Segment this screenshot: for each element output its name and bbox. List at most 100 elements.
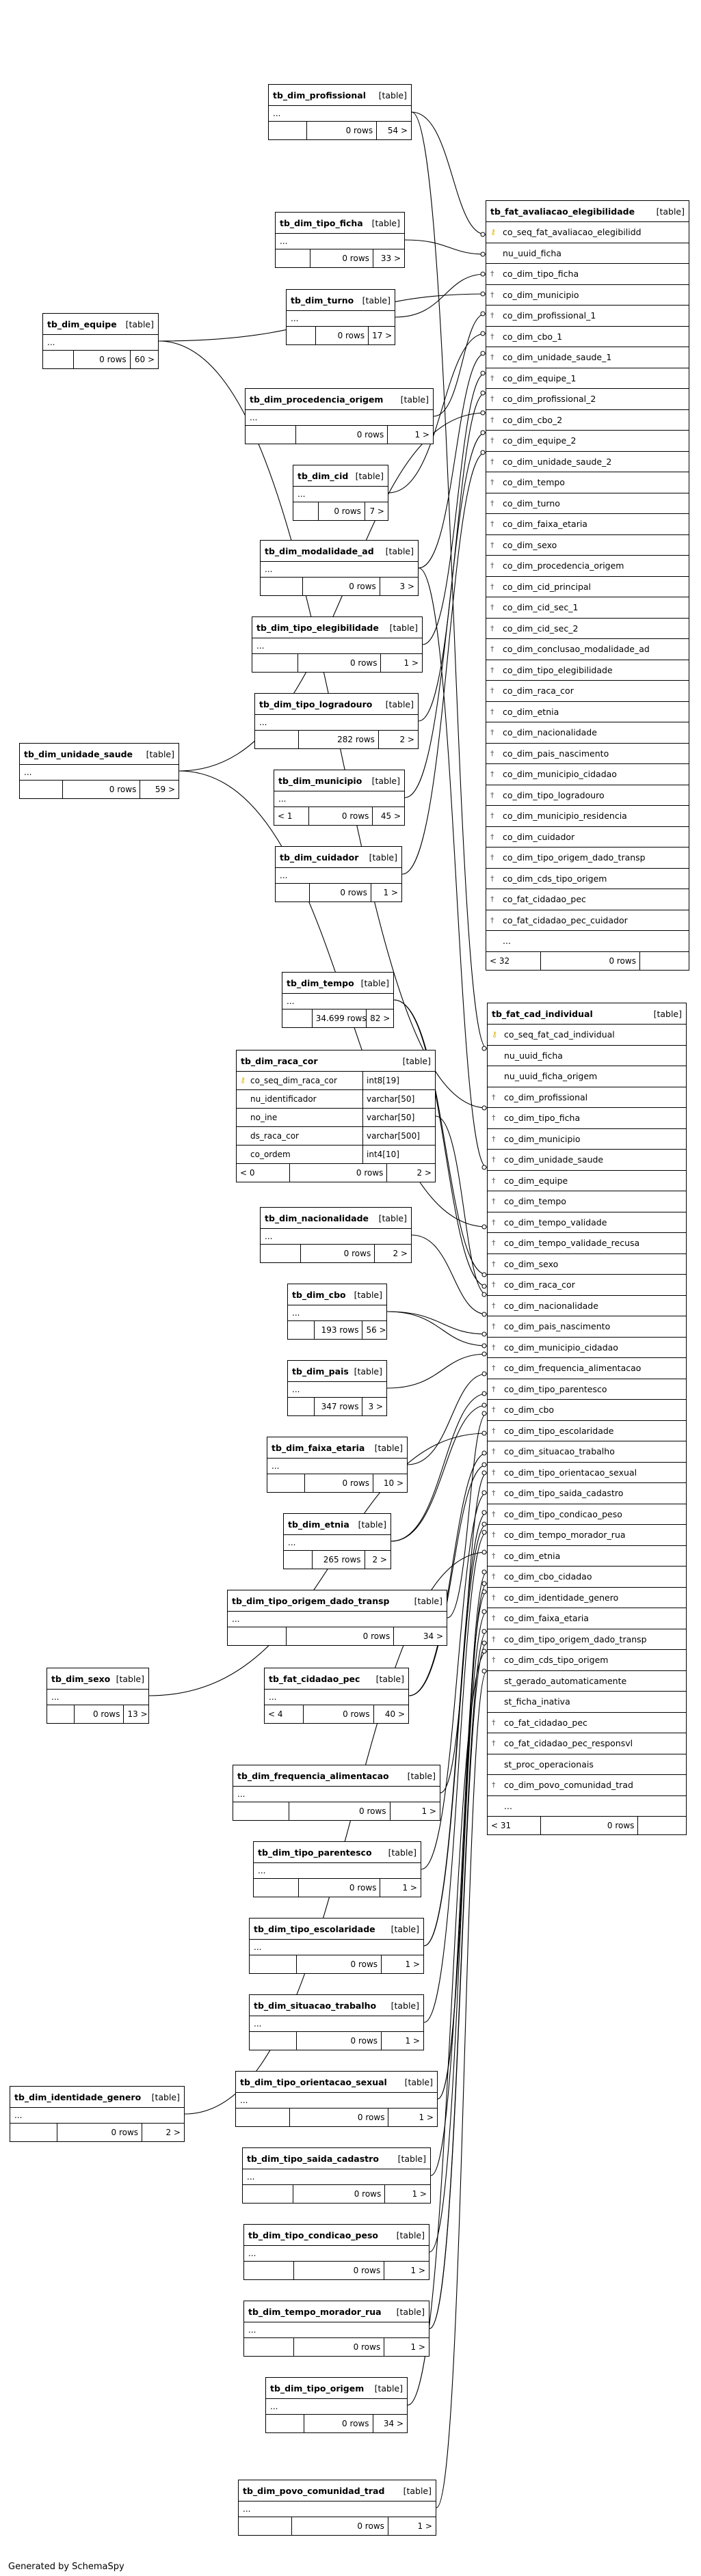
table-tipo-elegibilidade[interactable]: tb_dim_tipo_elegibilidade[table] ... 0 r… <box>252 616 423 673</box>
relationship-line <box>447 1413 488 1618</box>
column-row: †co_dim_tipo_origem_dado_transp <box>488 1629 686 1650</box>
column-placeholder: ... <box>10 2108 184 2124</box>
column-name: co_dim_tipo_ficha <box>504 1113 581 1123</box>
column-name: co_dim_cds_tipo_origem <box>503 873 607 884</box>
relationship-line <box>411 111 486 235</box>
parent-count: < 32 <box>486 951 541 970</box>
row-count: 0 rows <box>74 351 131 368</box>
table-tipo-origem-dado-transp[interactable]: tb_dim_tipo_origem_dado_transp[table] ..… <box>227 1590 447 1646</box>
foreign-key-icon: † <box>492 1718 496 1727</box>
child-count: 1 > <box>404 658 419 668</box>
column-name: co_dim_pais_nascimento <box>504 1321 611 1331</box>
table-header: tb_dim_turno[table] <box>287 290 395 311</box>
relationship-endpoint <box>480 390 486 396</box>
table-name: tb_dim_identidade_genero <box>14 2091 142 2102</box>
column-name: co_dim_nacionalidade <box>504 1300 598 1311</box>
column-name: co_dim_tipo_saida_cadastro <box>504 1488 624 1498</box>
table-tipo-saida-cadastro[interactable]: tb_dim_tipo_saida_cadastro[table] ... 0 … <box>242 2147 431 2204</box>
child-count: 59 > <box>155 785 175 794</box>
table-name: tb_dim_tipo_elegibilidade <box>256 622 379 633</box>
relationship-endpoint <box>480 450 486 455</box>
column-name: co_dim_unidade_saude_1 <box>503 352 612 362</box>
relationship-endpoint <box>480 271 486 277</box>
column-name: co_fat_cidadao_pec_cuidador <box>503 914 628 925</box>
foreign-key-icon: † <box>492 1364 496 1372</box>
foreign-key-icon: † <box>490 540 494 550</box>
table-header: tb_dim_faixa_etaria[table] <box>267 1437 407 1459</box>
column-type: varchar[50] <box>367 1113 415 1122</box>
table-type: [table] <box>355 470 384 481</box>
column-row: †co_dim_tempo_validade <box>488 1212 686 1233</box>
foreign-key-icon: † <box>492 1092 496 1102</box>
table-tipo-escolaridade[interactable]: tb_dim_tipo_escolaridade[table] ... 0 ro… <box>249 1918 424 1974</box>
column-row: †co_dim_unidade_saude <box>488 1150 686 1171</box>
column-row: †co_dim_equipe_2 <box>486 431 689 452</box>
table-situacao-trabalho[interactable]: tb_dim_situacao_trabalho[table] ... 0 ro… <box>249 1994 424 2050</box>
column-row: †co_dim_cds_tipo_origem <box>488 1650 686 1671</box>
table-tempo-morador-rua[interactable]: tb_dim_tempo_morador_rua[table] ... 0 ro… <box>243 2301 429 2357</box>
table-raca-cor[interactable]: tb_dim_raca_cor[table] ⚷co_seq_dim_raca_… <box>236 1050 436 1182</box>
table-tipo-condicao-peso[interactable]: tb_dim_tipo_condicao_peso[table] ... 0 r… <box>243 2224 429 2280</box>
table-procedencia-origem[interactable]: tb_dim_procedencia_origem[table] ... 0 r… <box>245 388 434 444</box>
table-identidade-genero[interactable]: tb_dim_identidade_genero[table] ... 0 ro… <box>10 2086 185 2142</box>
foreign-key-icon: † <box>490 353 494 362</box>
table-fat-cad-individual[interactable]: tb_fat_cad_individual[table] ⚷co_seq_fat… <box>487 1003 687 1835</box>
table-tipo-logradouro[interactable]: tb_dim_tipo_logradouro[table] ... 282 ro… <box>254 693 419 749</box>
foreign-key-icon: † <box>492 1780 496 1789</box>
table-type: [table] <box>371 775 400 786</box>
table-header: tb_dim_frequencia_alimentacao[table] <box>233 1765 440 1787</box>
foreign-key-icon: † <box>492 1384 496 1394</box>
row-count: 0 rows <box>310 884 371 901</box>
table-tipo-orientacao-sexual[interactable]: tb_dim_tipo_orientacao_sexual[table] ...… <box>235 2071 438 2127</box>
column-row: †co_dim_tipo_ficha <box>488 1108 686 1129</box>
column-row: †co_dim_sexo <box>486 535 689 556</box>
foreign-key-icon: † <box>492 1238 496 1247</box>
column-row: † co_dim_unidade_saude_1 <box>486 347 689 368</box>
table-tipo-parentesco[interactable]: tb_dim_tipo_parentesco[table] ... 0 rows… <box>253 1841 421 1897</box>
table-frequencia-alimentacao[interactable]: tb_dim_frequencia_alimentacao[table] ...… <box>233 1765 440 1821</box>
table-povo-comunidad-trad[interactable]: tb_dim_povo_comunidad_trad[table] ... 0 … <box>238 2480 436 2536</box>
child-count: 2 > <box>393 1249 408 1258</box>
column-name: co_dim_equipe_2 <box>503 435 577 446</box>
relationship-endpoint <box>480 291 486 297</box>
column-name: co_dim_procedencia_origem <box>503 560 624 571</box>
foreign-key-icon: † <box>492 1739 496 1748</box>
foreign-key-icon: † <box>492 1259 496 1269</box>
column-name: co_dim_tipo_origem_dado_transp <box>503 852 646 863</box>
relationship-endpoint <box>481 1629 487 1634</box>
column-placeholder: ... <box>228 1612 447 1627</box>
column-row: †co_dim_cds_tipo_origem <box>486 869 689 889</box>
column-row: †co_dim_profissional_1 <box>486 306 689 327</box>
primary-key-icon: ⚷ <box>492 1030 498 1039</box>
column-name: co_dim_faixa_etaria <box>504 1613 589 1623</box>
table-fat-avaliacao-elegibilidade[interactable]: tb_fat_avaliacao_elegibilidade[table] ⚷c… <box>486 200 689 971</box>
relationship-endpoint <box>480 311 486 316</box>
column-placeholder: ... <box>282 994 393 1009</box>
column-row: †co_dim_tipo_saida_cadastro <box>488 1483 686 1504</box>
parent-count: < 4 <box>265 1705 304 1723</box>
parent-count <box>47 1705 75 1723</box>
child-count: 1 > <box>421 1806 436 1816</box>
